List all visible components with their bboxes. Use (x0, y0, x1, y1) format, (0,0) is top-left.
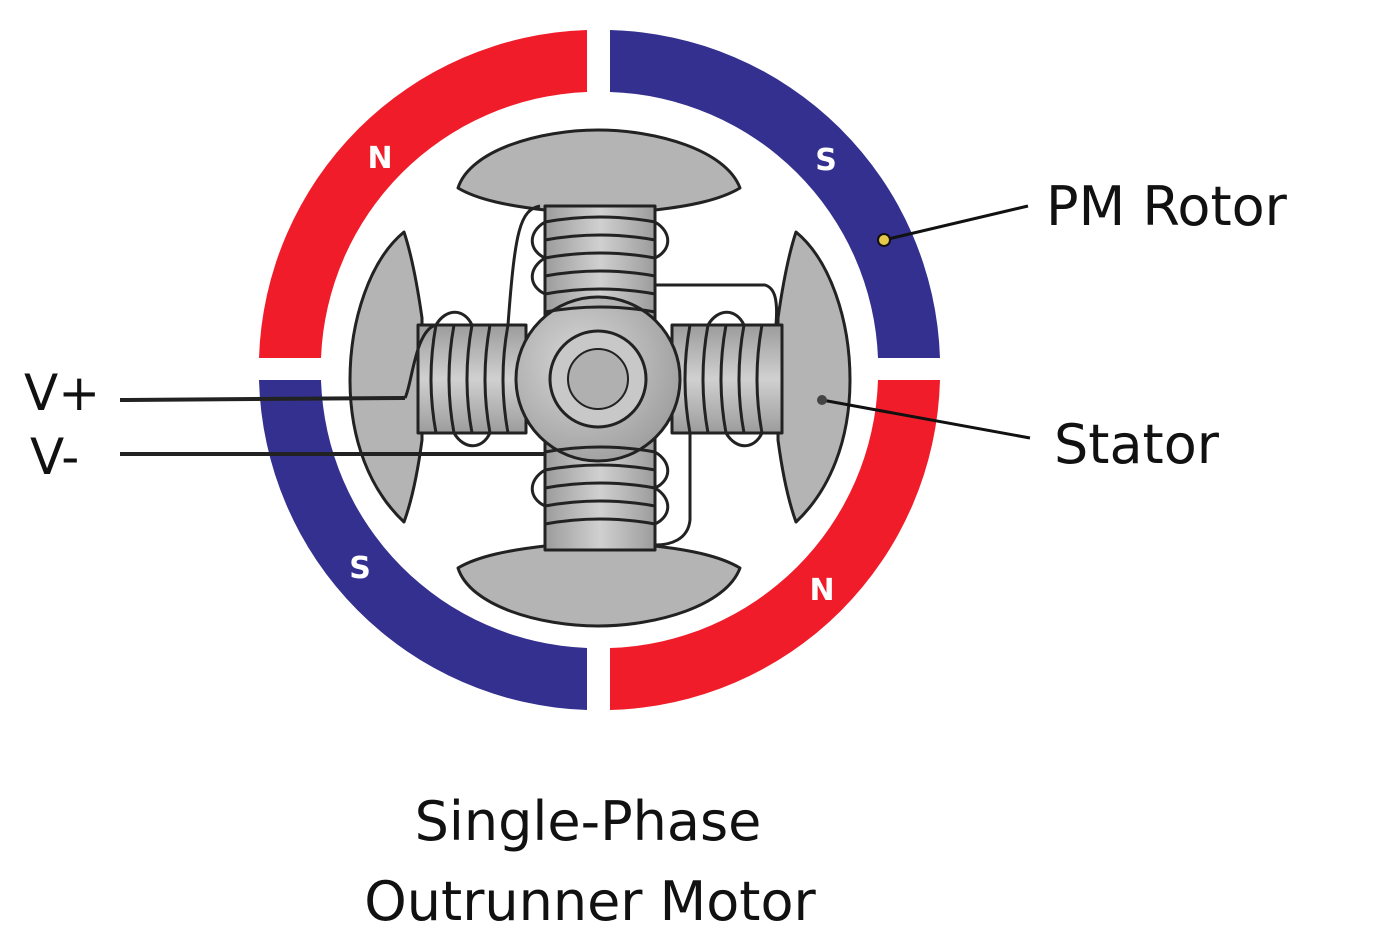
stator-shoe-right (776, 230, 852, 524)
label-v-plus: V+ (24, 364, 100, 422)
label-stator: Stator (1054, 413, 1220, 476)
magnet-segment-bottom-left (259, 380, 587, 710)
leader-dot-pm-rotor (877, 233, 891, 247)
label-v-minus: V- (30, 428, 79, 486)
caption-line-2: Outrunner Motor (364, 870, 816, 933)
magnet-segment-top-right (610, 30, 940, 358)
winding-link-top-right (655, 283, 779, 326)
magnet-segment-bottom-right (610, 380, 940, 710)
leader-pm-rotor (883, 204, 1029, 242)
pole-label-top-right: S (815, 143, 837, 178)
label-pm-rotor: PM Rotor (1046, 175, 1288, 238)
coil-left (429, 310, 510, 448)
caption-line-1: Single-Phase (415, 790, 762, 853)
stator-shoe-bottom (456, 544, 742, 628)
coil-right (683, 310, 764, 448)
shaft-center (567, 348, 629, 410)
pole-label-top-left: N (367, 141, 392, 176)
winding-link-top-left (506, 204, 541, 326)
magnet-segment-top-left (259, 30, 587, 358)
coil-top (530, 215, 670, 314)
callout-lines (821, 204, 1031, 440)
winding-link-bottom-right (654, 433, 692, 547)
winding-link-left-lead (403, 323, 437, 399)
wire-v-plus (119, 396, 406, 402)
lead-wires (119, 396, 545, 456)
stator-shoe-top (456, 128, 742, 212)
leader-stator (821, 398, 1031, 440)
leader-dot-stator (817, 395, 827, 405)
pole-label-bottom-right: N (809, 573, 834, 608)
stator (348, 128, 852, 628)
coil-bottom (530, 445, 670, 526)
stator-shoe-left (348, 230, 424, 524)
pole-label-bottom-left: S (349, 551, 371, 586)
coil-windings (403, 204, 779, 547)
stator-arm-right (670, 323, 784, 435)
pm-rotor-ring (259, 30, 940, 710)
